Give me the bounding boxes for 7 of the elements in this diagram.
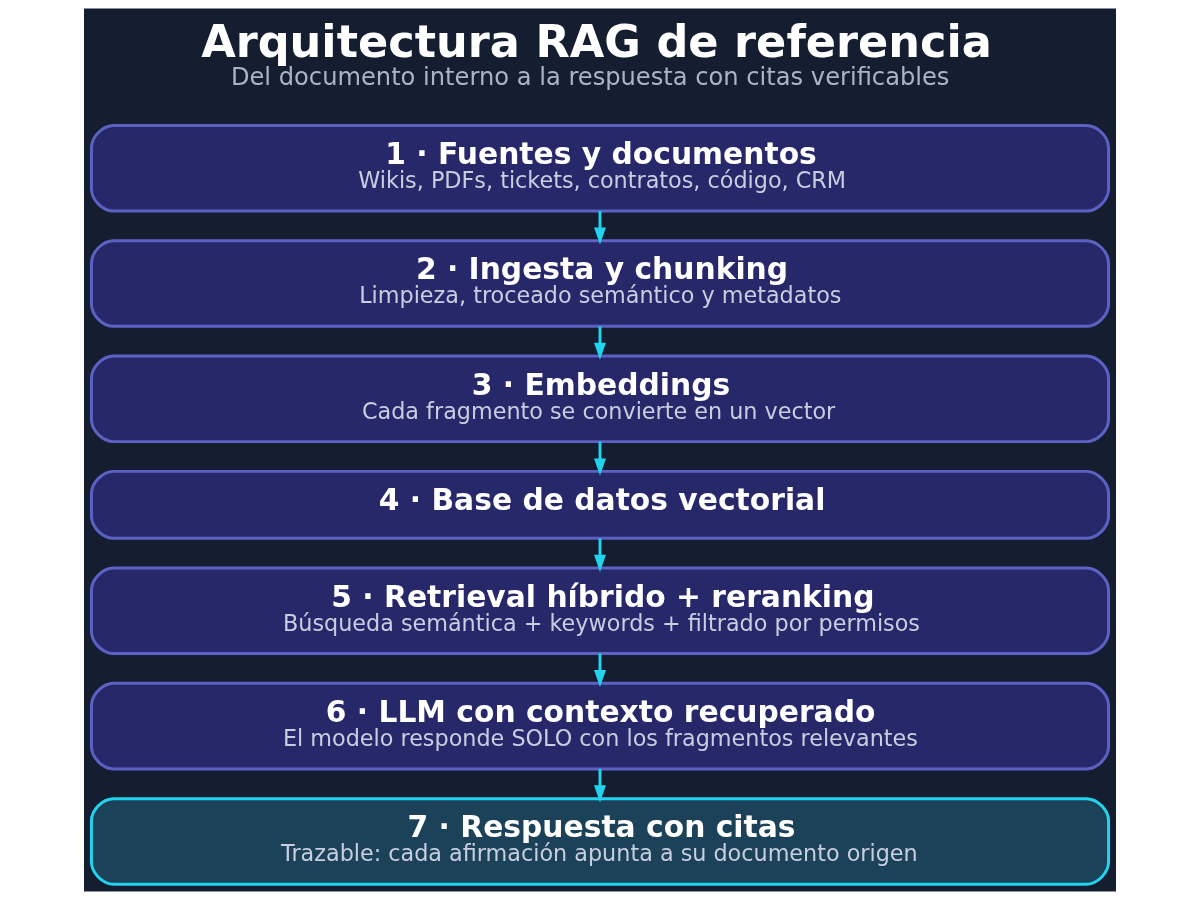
node-box: 7 · Respuesta con citas Trazable: cada afirmación apunta a su documento origen [89,797,1111,886]
node-box: 6 · LLM con contexto recuperado El modelo responde SOLO con los fragmentos relevantes [89,681,1111,771]
node-box: 4 · Base de datos vectorial [89,469,1111,540]
node-box: 2 · Ingesta y chunking Limpieza, troceado semántico y metadatos [89,239,1111,328]
node-box: 5 · Retrieval híbrido + reranking Búsqueda semántica + keywords + filtrado por permisos [89,566,1111,656]
node-box: 1 · Fuentes y documentos Wikis, PDFs, tickets, contratos, código, CRM [89,124,1111,213]
node-box: 3 · Embeddings Cada fragmento se convierte en un vector [89,354,1111,444]
